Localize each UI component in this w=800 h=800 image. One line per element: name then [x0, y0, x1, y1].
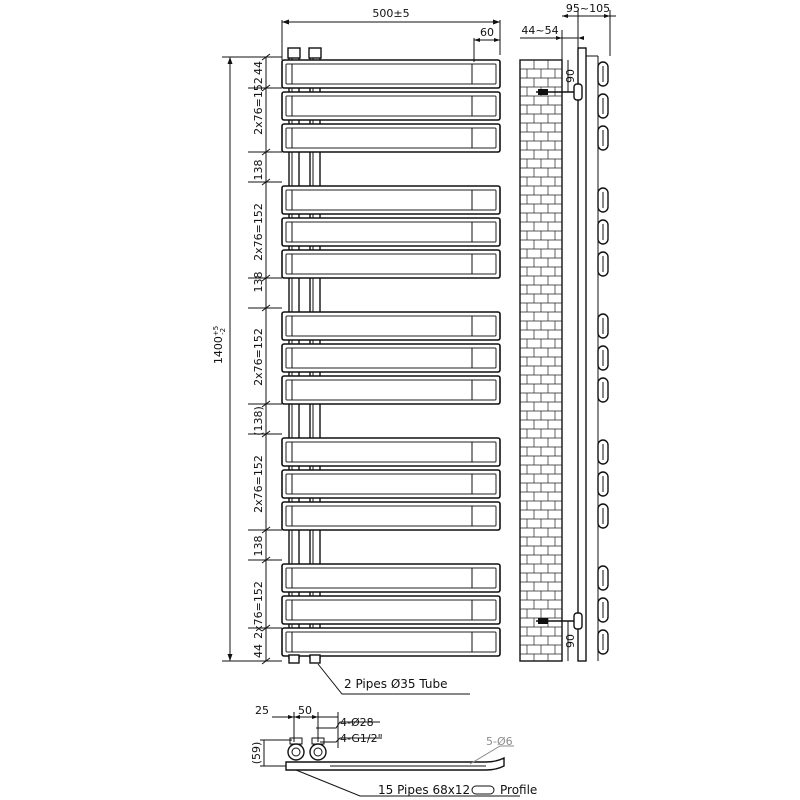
depth-total-label: 95~105	[566, 2, 610, 15]
side-tube	[577, 47, 587, 662]
wall-gap-label: 44~54	[521, 24, 558, 37]
profile-word-label: Profile	[500, 783, 537, 797]
plan-depth-label: (59)	[250, 742, 263, 765]
group-label-2: 2x76=152	[252, 203, 265, 261]
plan-profile-holes-label: 5-Ø6	[486, 735, 513, 748]
height-dimension: 1400+5-2	[212, 56, 282, 662]
panel-4	[281, 185, 501, 215]
segment-dimensions: 44 2x76=152 138 2x76=152 138 2x76=152 (1…	[248, 53, 282, 665]
side-panel-profiles	[586, 55, 609, 661]
panel-13	[281, 563, 501, 593]
wall-bracket-bottom	[536, 612, 583, 630]
plan-view: 25 50 4-Ø28 4-G1/2" (59) 5-Ø6 15 Pipes 6…	[250, 704, 537, 797]
panel-3	[281, 123, 501, 153]
tube-cap-top-left	[287, 47, 301, 59]
plan-offset-25-label: 25	[255, 704, 269, 717]
plan-thread-label: 4-G1/2"	[340, 732, 383, 745]
panel-1	[281, 59, 501, 89]
end-44-bottom-label: 44	[252, 644, 265, 658]
panel-6	[281, 249, 501, 279]
panel-5	[281, 217, 501, 247]
horizontal-panels	[281, 59, 501, 657]
gap-label-2: 138	[252, 272, 265, 293]
panel-10	[281, 437, 501, 467]
panel-11	[281, 469, 501, 499]
panel-12	[281, 501, 501, 531]
tube-stub-bottom-left	[288, 654, 300, 664]
wall-bracket-top	[536, 83, 583, 101]
pipes-callout-label: 2 Pipes Ø35 Tube	[344, 677, 447, 691]
panel-15	[281, 627, 501, 657]
width-total-label: 500±5	[372, 7, 409, 20]
panel-14	[281, 595, 501, 625]
side-view: 90 90 44~54 95~105	[519, 2, 616, 662]
offset-60-label: 60	[480, 26, 494, 39]
group-label-3: 2x76=152	[252, 328, 265, 386]
plan-profile-bar	[285, 756, 505, 771]
brick-pattern	[520, 59, 562, 661]
panel-7	[281, 311, 501, 341]
tube-cap-top-right	[308, 47, 322, 59]
pipes-callout: 2 Pipes Ø35 Tube	[317, 663, 470, 695]
plan-tube-left	[287, 743, 305, 761]
profile-shape-icon	[471, 785, 495, 795]
bracket-90-bottom-label: 90	[564, 634, 577, 648]
gap-label-3: 138	[252, 536, 265, 557]
plan-holes-label: 4-Ø28	[340, 716, 374, 729]
gap-label-1: 138	[252, 160, 265, 181]
panel-8	[281, 343, 501, 373]
width-dimension: 500±5	[281, 7, 501, 60]
panel-2	[281, 91, 501, 121]
tube-stub-bottom-right	[309, 654, 321, 664]
profile-callout-label: 15 Pipes 68x12	[378, 783, 470, 797]
panel-9	[281, 375, 501, 405]
front-view	[281, 47, 501, 664]
group-label-4: 2x76=152	[252, 455, 265, 513]
bracket-90-top-label: 90	[564, 69, 577, 83]
end-44-top-label: 44	[252, 61, 265, 75]
gap-label-ref: (138)	[252, 406, 265, 436]
plan-offset-50-label: 50	[298, 704, 312, 717]
plan-tube-right	[309, 743, 327, 761]
group-label-1: 2x76=152	[252, 77, 265, 135]
offset-60-dimension: 60	[473, 26, 500, 62]
group-label-5: 2x76=152	[252, 581, 265, 639]
height-total-label: 1400+5-2	[212, 326, 227, 364]
